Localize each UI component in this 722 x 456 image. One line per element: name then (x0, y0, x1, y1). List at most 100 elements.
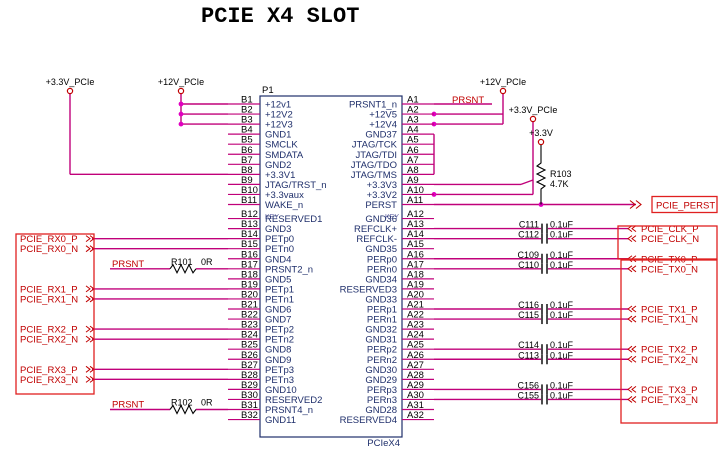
pin-number-A13: A13 (407, 219, 424, 230)
pin-number-A30: A30 (407, 390, 424, 401)
pin-name-A2: +12V5 (369, 110, 397, 121)
cap-ref-C112: C112 (518, 230, 539, 240)
power-12v-left-symbol (177, 87, 185, 95)
pin-number-B11: B11 (241, 195, 257, 206)
schematic-title: PCIE X4 SLOT (201, 4, 359, 29)
pin-number-A17: A17 (407, 259, 424, 270)
pin-name-A17: PERn0 (367, 264, 397, 275)
cap-ref-C115: C115 (518, 310, 539, 320)
pin-name-B13: GND3 (265, 224, 291, 235)
cap-ref-C111: C111 (519, 220, 539, 230)
perst-frame (651, 195, 718, 214)
pin-name-A28: GND29 (365, 375, 397, 386)
pin-name-A14: REFCLK- (356, 234, 397, 245)
pin-name-B25: GND8 (265, 345, 291, 356)
net-label-PCIE_RX0_P: PCIE_RX0_P (20, 234, 78, 245)
pin-name-B8: +3.3V1 (265, 170, 295, 181)
key-label-left: KEY (265, 214, 279, 221)
pin-name-B15: PETn0 (265, 244, 294, 255)
clk-frame (617, 225, 718, 260)
net-label-PCIE_RX2_P: PCIE_RX2_P (20, 325, 78, 336)
pin-number-A18: A18 (407, 269, 424, 280)
net-labels: PCIE_PERSTPRSNTPRSNTPRSNTPCIE_RX0_PPCIE_… (15, 95, 718, 424)
cap-ref-C110: C110 (518, 260, 539, 270)
pin-number-A6: A6 (407, 145, 419, 156)
wires (69, 94, 636, 411)
pin-number-A15: A15 (407, 239, 424, 250)
arrow-PCIE_TX2_N (627, 355, 637, 363)
junction-dot (178, 111, 184, 117)
resistor-value-B17: 0R (201, 257, 213, 267)
pin-number-A26: A26 (407, 350, 424, 361)
pin-name-B5: SMCLK (265, 140, 298, 151)
arrow-PCIE_TX0_N (627, 265, 637, 273)
pin-name-A19: RESERVED3 (340, 284, 397, 295)
pin-name-B26: GND9 (265, 355, 291, 366)
pin-name-A3: +12V4 (369, 120, 397, 131)
power-3v3-left-label: +3.3V_PCIe (46, 77, 95, 87)
net-label-PCIE_TX1_P: PCIE_TX1_P (641, 305, 698, 316)
cap-ref-C114: C114 (518, 340, 539, 350)
net-label-PCIE_TX3_P: PCIE_TX3_P (641, 385, 698, 396)
net-label-prsnt-a1: PRSNT (452, 95, 484, 106)
pin-name-A6: JTAG/TDI (355, 150, 397, 161)
pin-name-B1: +12v1 (265, 100, 291, 111)
pin-name-A21: PERp1 (367, 305, 397, 316)
pin-number-B8: B8 (241, 165, 253, 176)
power-12v-right-symbol (499, 87, 507, 95)
resistor-value-B31: 0R (201, 398, 213, 408)
net-label-PCIE_CLK_P: PCIE_CLK_P (641, 224, 699, 235)
pin-number-B5: B5 (241, 135, 253, 146)
pin-number-A20: A20 (407, 289, 424, 300)
pin-name-A32: RESERVED4 (340, 415, 397, 426)
pin-number-B28: B28 (241, 370, 258, 381)
pin-number-A8: A8 (407, 165, 419, 176)
junction-dot (178, 101, 184, 107)
pin-number-A27: A27 (407, 360, 424, 371)
connector-outline (259, 95, 403, 438)
net-label-PCIE_RX3_P: PCIE_RX3_P (20, 365, 78, 376)
pin-number-A16: A16 (407, 249, 424, 260)
net-label-PCIE_TX3_N: PCIE_TX3_N (641, 395, 698, 406)
pin-name-A10: +3.3V2 (367, 190, 397, 201)
pin-name-A8: JTAG/TMS (351, 170, 397, 181)
pin-number-A19: A19 (407, 279, 424, 290)
pin-name-B14: PETp0 (265, 234, 294, 245)
power-3v3-left-symbol (66, 87, 74, 95)
pin-number-A21: A21 (407, 300, 424, 311)
pin-name-A12: GND36 (365, 214, 397, 225)
cap-value-C156: 0.1uF (550, 380, 574, 390)
cap-ref-C156: C156 (517, 380, 539, 390)
arrow-PCIE_TX3_N (627, 396, 637, 403)
arrow-PCIE_TX1_N (627, 315, 637, 323)
net-label-prsnt-B17: PRSNT (112, 259, 144, 270)
pin-number-A4: A4 (407, 125, 419, 136)
pin-number-B12: B12 (241, 209, 258, 220)
pin-number-B31: B31 (241, 400, 258, 411)
pin-number-A14: A14 (407, 229, 424, 240)
pin-number-B7: B7 (241, 155, 253, 166)
pin-name-A18: GND34 (365, 274, 397, 285)
pin-name-A24: GND31 (365, 335, 397, 346)
net-label-PCIE_RX2_N: PCIE_RX2_N (20, 335, 78, 346)
pin-number-A28: A28 (407, 370, 424, 381)
pin-number-B32: B32 (241, 410, 258, 421)
cap-ref-C113: C113 (518, 350, 539, 360)
pin-number-B21: B21 (241, 300, 258, 311)
pin-number-B9: B9 (241, 175, 253, 186)
resistor-r103 (535, 145, 547, 205)
pin-number-A25: A25 (407, 340, 424, 351)
pin-number-B14: B14 (241, 229, 258, 240)
net-label-PCIE_CLK_N: PCIE_CLK_N (641, 234, 699, 245)
rx-frame (15, 233, 95, 395)
pin-number-A9: A9 (407, 175, 419, 186)
pin-name-B27: PETp3 (265, 365, 294, 376)
wire-A9-join (520, 179, 534, 186)
net-label-PCIE_TX1_N: PCIE_TX1_N (641, 315, 698, 326)
pin-name-A1: PRSNT1_n (349, 100, 397, 111)
cap-value-C110: 0.1uF (550, 260, 574, 270)
